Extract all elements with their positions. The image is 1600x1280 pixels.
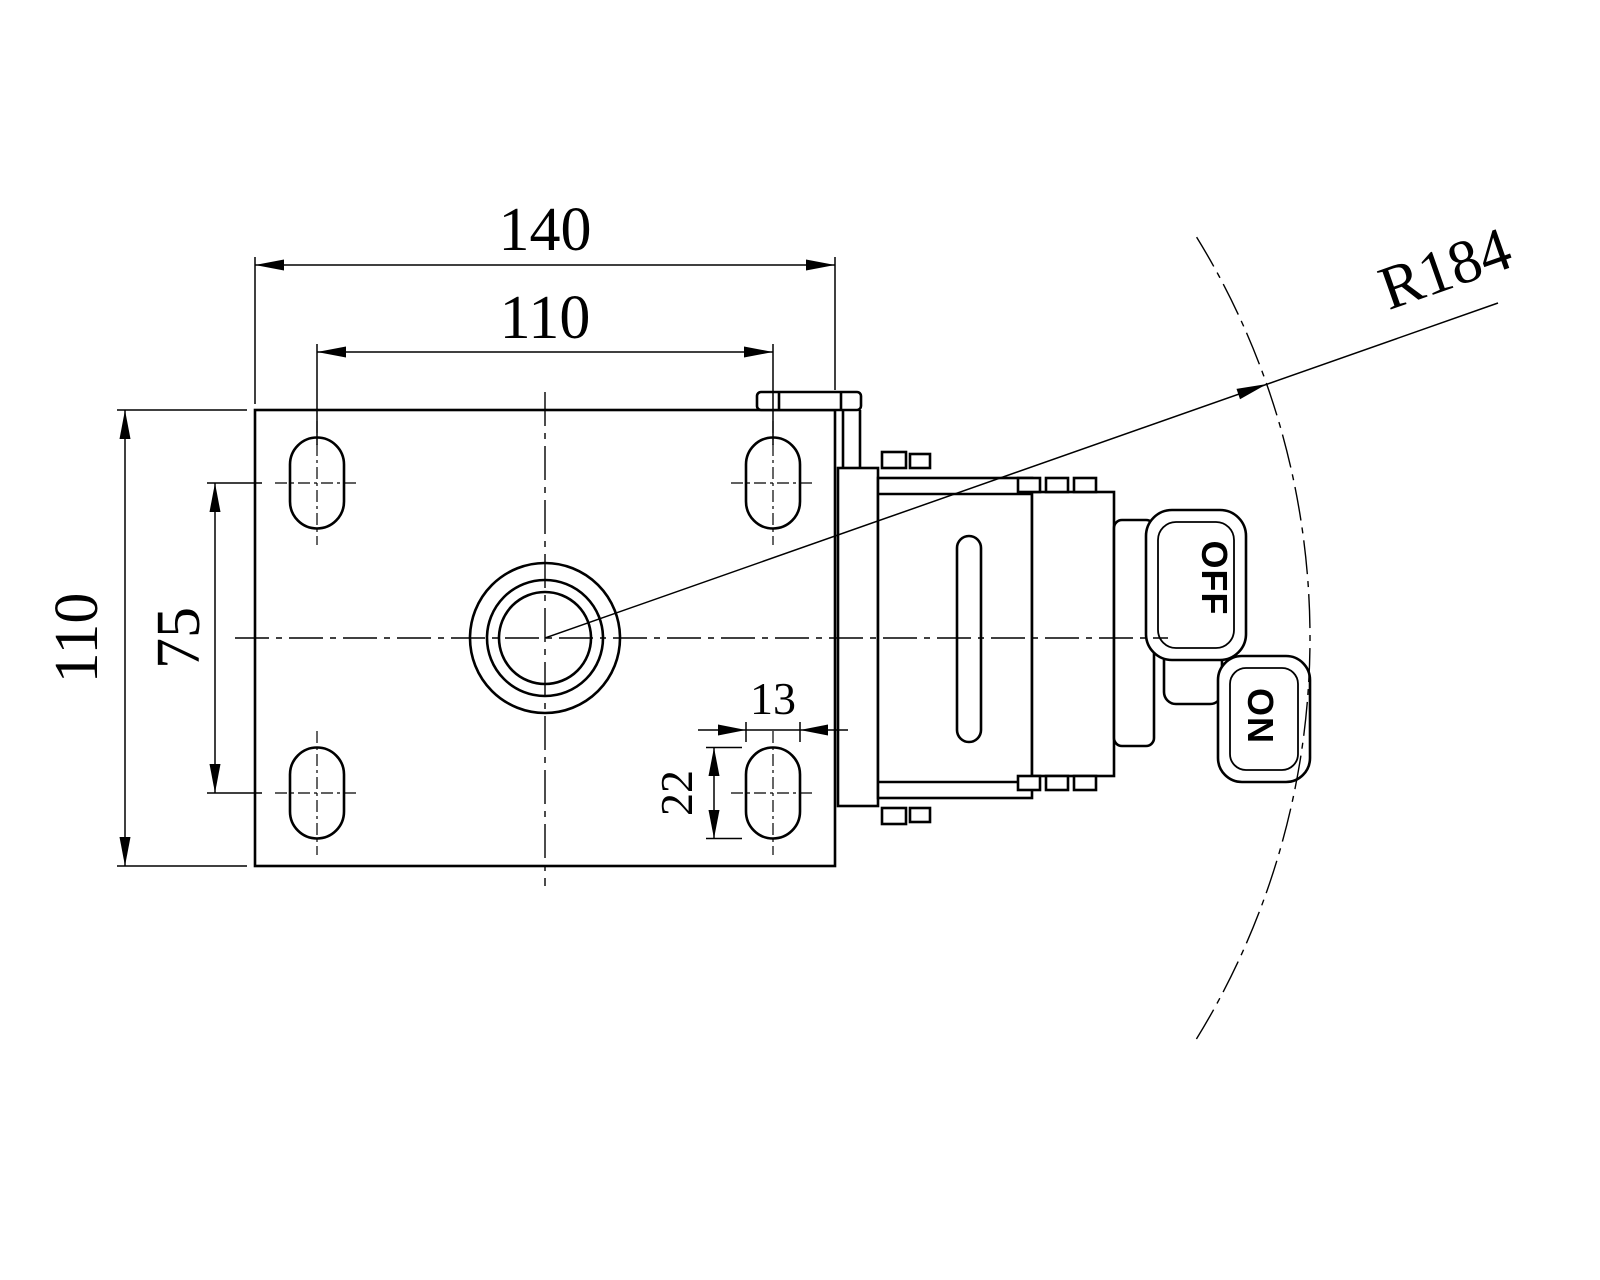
bolt xyxy=(1016,774,1042,792)
arrowhead xyxy=(708,747,720,776)
arrowhead xyxy=(119,837,131,866)
on-pedal xyxy=(1216,654,1312,784)
dimension-140 xyxy=(254,257,836,404)
on-pedal-inner xyxy=(1229,667,1299,771)
arrowhead xyxy=(800,724,828,736)
off-pedal-inner xyxy=(1157,521,1235,649)
arrowhead xyxy=(209,483,221,512)
arrowhead xyxy=(119,410,131,439)
dimension-13 xyxy=(698,722,848,742)
arrowhead xyxy=(718,724,746,736)
brake-housing xyxy=(1030,490,1116,778)
bolt xyxy=(1044,774,1070,792)
dimension-110-vertical xyxy=(117,409,247,867)
bolt xyxy=(908,452,932,470)
dim-label-plate-height: 110 xyxy=(43,593,111,684)
bolt xyxy=(1044,476,1070,494)
dim-label-bolt-spacing-horizontal: 110 xyxy=(500,284,591,352)
arrowhead xyxy=(317,346,346,358)
dim-label-bolt-spacing-vertical: 75 xyxy=(145,607,213,669)
dim-label-slot-length: 22 xyxy=(651,770,702,816)
arrowhead xyxy=(255,259,284,271)
on-pedal-label: ON xyxy=(1240,688,1281,744)
arrowhead xyxy=(708,810,720,839)
arrowhead xyxy=(744,346,773,358)
wheel-slot xyxy=(955,534,983,744)
arrowhead xyxy=(209,764,221,793)
dim-label-plate-width: 140 xyxy=(499,196,592,264)
dimension-75 xyxy=(207,482,262,794)
top-flange xyxy=(755,390,863,412)
bolt xyxy=(908,806,932,824)
bolt xyxy=(1016,476,1042,494)
bolt xyxy=(880,450,908,470)
leader-line xyxy=(544,302,1499,639)
dim-label-slot-width: 13 xyxy=(750,673,796,724)
dimension-22 xyxy=(706,746,742,840)
arrowhead xyxy=(1236,384,1267,400)
bolt xyxy=(1072,774,1098,792)
bracket-bar xyxy=(836,466,880,808)
dimension-110-horizontal xyxy=(316,344,774,445)
off-pedal-label: OFF xyxy=(1194,541,1235,616)
swivel-radius-arc xyxy=(1193,236,1311,1044)
centerlines xyxy=(235,236,1311,1044)
bolt xyxy=(1072,476,1098,494)
dim-label-swivel-radius: R184 xyxy=(1371,215,1520,324)
bolt xyxy=(880,806,908,826)
dimension-r184-leader xyxy=(544,302,1499,639)
arrowhead xyxy=(806,259,835,271)
off-pedal xyxy=(1144,508,1248,662)
